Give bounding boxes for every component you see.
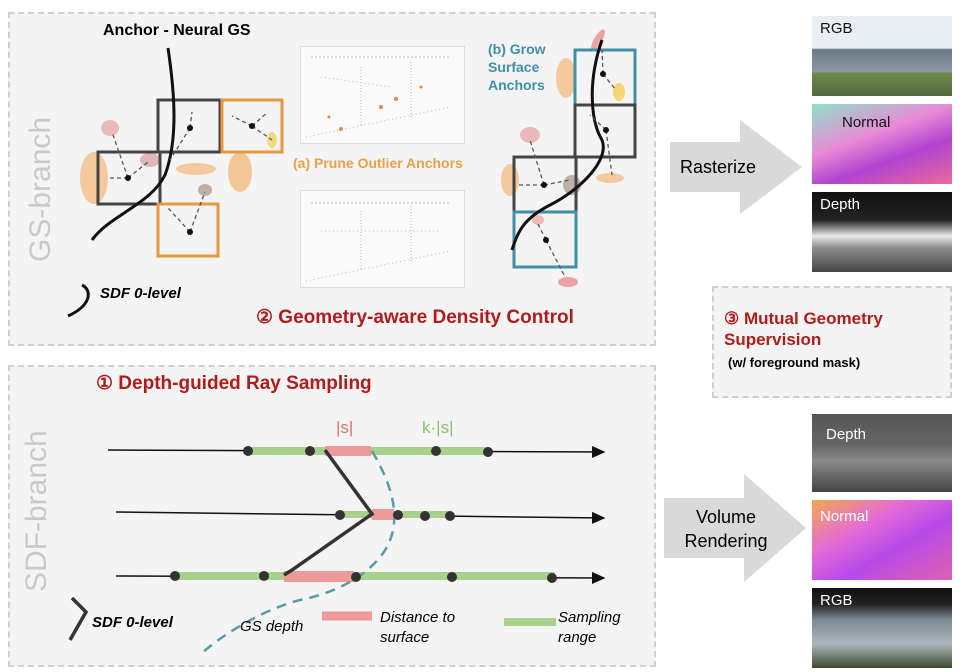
thumb-depth-bottom: Depth [812, 414, 952, 492]
thumb-rgb-top-label: RGB [820, 20, 853, 37]
mutual-title: ③ Mutual Geometry Supervision [724, 309, 883, 349]
rasterize-arrow [670, 120, 802, 214]
sdf-legend: SDF 0-level [92, 614, 173, 631]
thumb-normal-bottom: Normal [812, 500, 952, 580]
distance-legend: Distance to surface [380, 609, 456, 646]
thumb-normal-top: Normal [812, 104, 952, 184]
anchor-title: Anchor - Neural GS [103, 22, 251, 39]
thumb-rgb-top: RGB [812, 16, 952, 96]
thumb-depth-top: Depth [812, 192, 952, 272]
s-label: |s| [336, 418, 354, 437]
mutual-sub: (w/ foreground mask) [728, 355, 861, 370]
thumb-normal-bottom-label: Normal [820, 508, 869, 525]
prune-caption: (a) Prune Outlier Anchors [293, 155, 463, 171]
thumb-rgb-bottom: RGB [812, 588, 952, 668]
thumb-depth-top-label: Depth [820, 196, 861, 213]
grow-caption: (b) Grow Surface Anchors [488, 41, 546, 93]
rasterize-label: Rasterize [680, 157, 757, 177]
thumb-depth-bottom-label: Depth [826, 426, 867, 443]
sampling-title: ① Depth-guided Ray Sampling [96, 373, 372, 394]
density-control-title: ② Geometry-aware Density Control [256, 307, 574, 328]
sampling-legend: Sampling range [558, 609, 621, 646]
gs-depth-legend: GS depth [240, 618, 304, 635]
anchor-diagram-right [501, 29, 637, 287]
anchor-diagram-left [67, 47, 284, 318]
thumb-rgb-bottom-label: RGB [820, 592, 853, 609]
volume-arrow [664, 474, 806, 582]
point-cloud-before [300, 46, 465, 144]
mutual-supervision-box [712, 286, 952, 398]
gs-sdf-legend: SDF 0-level [100, 285, 181, 302]
ray-sampling-diagram [68, 445, 606, 656]
ks-label: k·|s| [422, 418, 454, 437]
thumb-normal-top-label: Normal [842, 114, 891, 131]
point-cloud-after [300, 190, 465, 288]
volume-label: Volume Rendering [684, 507, 768, 551]
